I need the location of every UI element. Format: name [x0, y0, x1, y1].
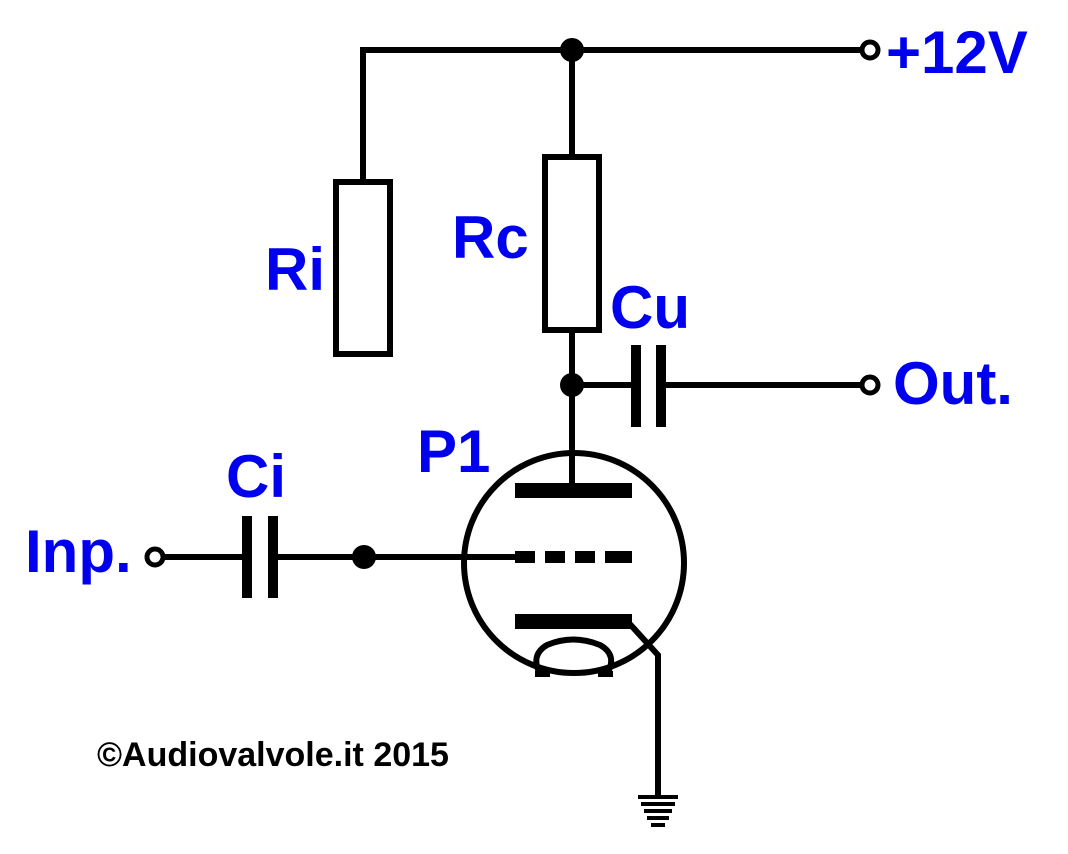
component-labels: +12V Ri Rc Cu Out. P1 Ci Inp.	[25, 19, 1028, 585]
grid-dash	[575, 551, 595, 563]
ri-label: Ri	[265, 236, 325, 303]
junction-dot-grid	[352, 545, 376, 569]
grid-dash	[545, 551, 565, 563]
capacitor-cu-plate-right	[656, 345, 666, 427]
terminal-input	[144, 546, 166, 568]
tube-label: P1	[417, 418, 490, 485]
capacitor-cu-plate-left	[631, 345, 641, 427]
terminal-supply	[859, 39, 881, 61]
tube-heater	[533, 636, 615, 676]
copyright-text: ©Audiovalvole.it 2015	[97, 736, 449, 774]
cu-label: Cu	[610, 274, 690, 341]
input-label: Inp.	[25, 518, 132, 585]
grid-dash	[605, 551, 632, 563]
resistor-ri	[333, 179, 393, 357]
rc-label: Rc	[452, 204, 529, 271]
ground-symbol	[638, 795, 678, 827]
grid-dash	[515, 551, 535, 563]
ci-label: Ci	[226, 443, 286, 510]
vacuum-tube-p1	[461, 450, 687, 677]
wires	[160, 47, 865, 797]
terminal-output	[859, 374, 881, 396]
tube-cathode	[515, 614, 632, 629]
tube-grid	[515, 551, 632, 563]
resistor-rc	[542, 154, 602, 333]
capacitor-cu	[631, 345, 666, 427]
capacitor-ci-plate-left	[242, 516, 252, 598]
output-label: Out.	[893, 350, 1013, 417]
junction-dot-output	[560, 373, 584, 397]
capacitor-ci	[242, 516, 278, 598]
supply-label: +12V	[886, 19, 1028, 86]
cathode-lead-wire	[625, 619, 661, 797]
junction-dot-supply	[560, 38, 584, 62]
tube-plate	[515, 483, 632, 498]
capacitor-ci-plate-right	[268, 516, 278, 598]
tube-envelope	[461, 450, 687, 676]
